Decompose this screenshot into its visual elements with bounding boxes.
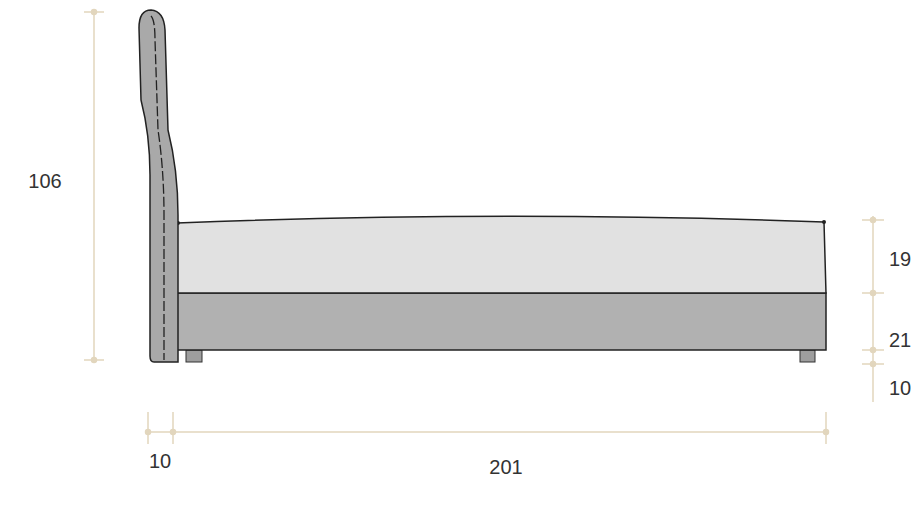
headboard-seam	[151, 16, 164, 360]
headboard	[139, 10, 178, 362]
dimension-value: 10	[149, 451, 171, 471]
dimension-value: 19	[889, 249, 911, 269]
bed-legs	[186, 350, 815, 362]
mattress	[177, 216, 826, 293]
dimension-value: 10	[889, 378, 911, 398]
dimension-lines	[84, 10, 884, 445]
bed-base	[177, 293, 826, 350]
dimension-value: 21	[889, 330, 911, 350]
dimension-value: 201	[489, 457, 522, 477]
dimension-value: 106	[28, 171, 61, 191]
